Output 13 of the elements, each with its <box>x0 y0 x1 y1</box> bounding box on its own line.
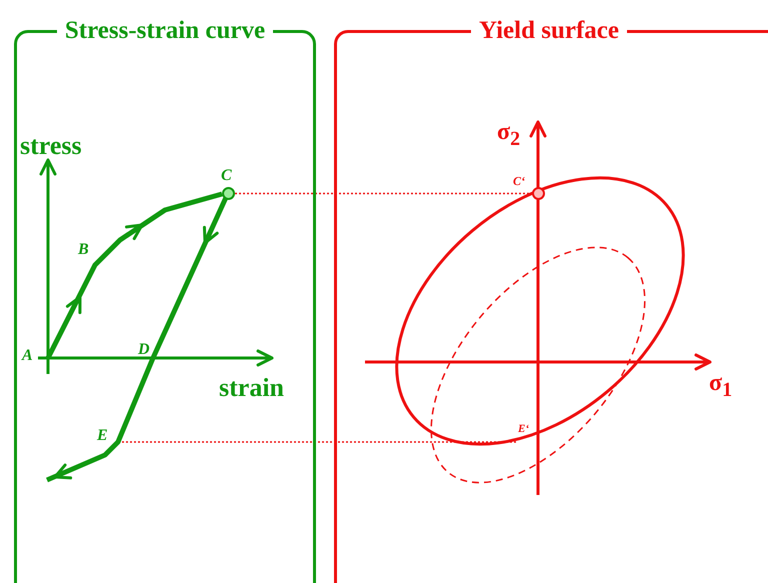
point-label: B <box>78 242 89 258</box>
point-label: E <box>97 428 118 444</box>
point-label: E‘ <box>518 424 532 444</box>
axis-label: strain <box>219 375 284 401</box>
point-label: D <box>138 342 150 358</box>
axis-label: σ$_{1}$ <box>709 371 732 400</box>
point-label: C <box>221 168 232 184</box>
axis-label: σ$_{2}$ <box>497 120 520 149</box>
point-marker <box>222 187 235 200</box>
axis-label: stress <box>20 133 82 159</box>
point-marker <box>532 187 545 200</box>
point-label: A <box>22 348 33 364</box>
point-label: C‘ <box>513 175 525 187</box>
